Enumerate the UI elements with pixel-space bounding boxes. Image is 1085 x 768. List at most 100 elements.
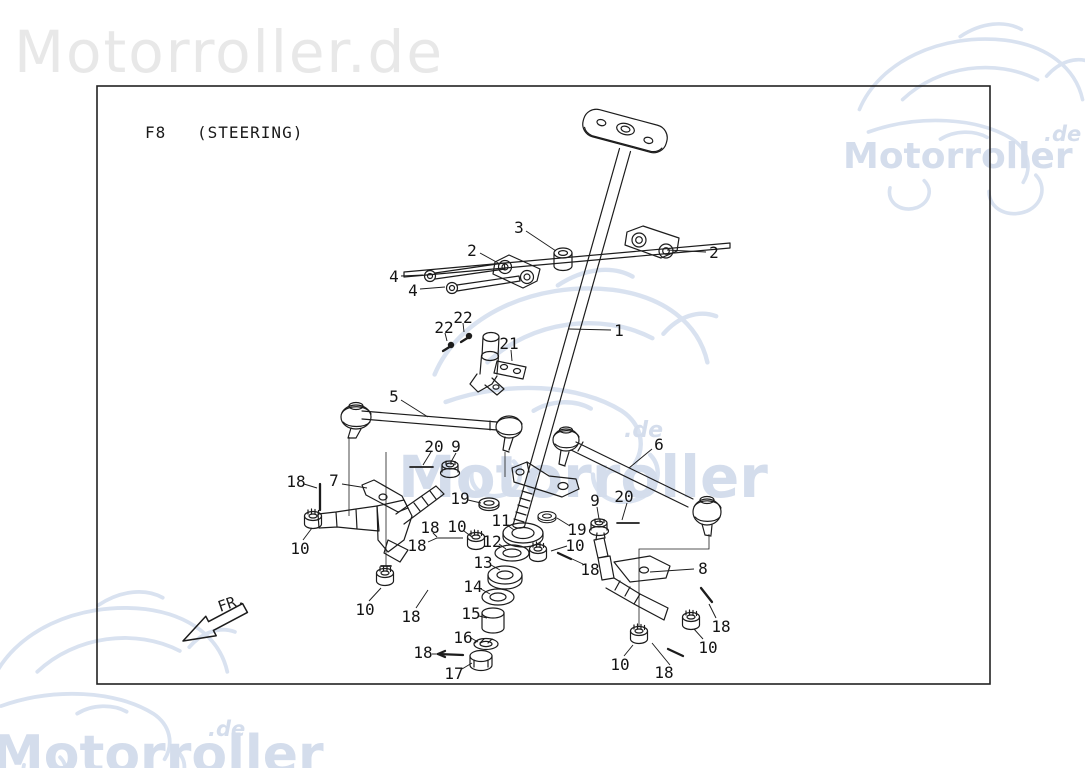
part-number-label: 18 (580, 560, 599, 579)
column-under-bracket (511, 461, 580, 498)
leader-line (666, 249, 707, 253)
leader-line (490, 564, 501, 571)
leader-line (525, 230, 557, 252)
leader-line (444, 332, 448, 342)
steering-stem-plate (582, 108, 668, 154)
leader-line (708, 603, 717, 619)
watermark-suffix-center: .de (624, 418, 663, 443)
part-number-label: 14 (463, 577, 482, 596)
part-number-label: 19 (450, 489, 469, 508)
bracket-screws (441, 332, 473, 353)
watermark-brand-bottom-left: Motorroller (0, 725, 324, 768)
tie-rod-left (340, 401, 523, 453)
leader-line (461, 662, 473, 670)
part-number-label: 18 (401, 607, 420, 626)
leader-line (623, 644, 634, 657)
leader-line (693, 628, 704, 640)
part-number-label: 10 (565, 536, 584, 555)
leader-line (478, 615, 488, 619)
part-number-label: 15 (461, 604, 480, 623)
watermark-suffix-bottom-left: .de (208, 717, 245, 741)
exploded-drawing (303, 108, 731, 672)
leader-line (651, 642, 671, 666)
part-number-label: 2 (709, 243, 719, 262)
leader-line (628, 448, 653, 469)
watermark-layer: Motorroller.de Motorroller .de Motorroll… (0, 18, 1085, 768)
clamp-bolt-lower (445, 275, 521, 295)
part-number-label: 17 (444, 664, 463, 683)
part-number-label: 10 (610, 655, 629, 674)
bearing-stack (469, 522, 544, 672)
leader-line (556, 517, 571, 527)
part-number-label: 20 (614, 487, 633, 506)
leader-line (467, 499, 482, 504)
leader-line (368, 587, 382, 602)
part-number-label: 16 (453, 628, 472, 647)
part-number-label: 10 (447, 517, 466, 536)
leader-line (422, 451, 432, 466)
tie-rod-right (552, 426, 722, 537)
part-number-label: 13 (473, 553, 492, 572)
leader-line (427, 537, 463, 543)
cotter-pin (666, 647, 685, 658)
part-number-label: 18 (711, 617, 730, 636)
leader-line (463, 530, 473, 538)
leader-line (649, 568, 695, 573)
part-number-label: 9 (451, 437, 461, 456)
leader-line (569, 557, 584, 565)
part-number-label: 3 (514, 218, 524, 237)
leader-line (419, 286, 446, 290)
cotter-pin (436, 652, 465, 657)
leader-line (303, 483, 318, 489)
part-number-label: 18 (286, 472, 305, 491)
part-number-label: 18 (654, 663, 673, 682)
cotter-pin (556, 551, 573, 561)
leader-line (510, 349, 513, 362)
watermark-brand-top-right: Motorroller (843, 136, 1073, 177)
part-number-label: 20 (424, 437, 443, 456)
leader-line (621, 502, 628, 521)
leader-line (400, 274, 424, 277)
part-number-label: 18 (413, 643, 432, 662)
leader-line (450, 452, 457, 463)
part-number-label: 11 (491, 511, 510, 530)
cotter-pin (699, 586, 714, 604)
watermark-brand-center: Motorroller (398, 443, 768, 511)
part-number-label: 6 (654, 435, 664, 454)
watermark-suffix-top-right: .de (1044, 122, 1081, 146)
part-number-label: 22 (453, 308, 472, 327)
part-number-label: 18 (407, 536, 426, 555)
part-number-label: 10 (290, 539, 309, 558)
handlebar-clamp-left (492, 254, 541, 289)
part-number-label: 4 (389, 267, 399, 286)
assembly-axis-lines (348, 437, 710, 627)
watermark-top-left-text: Motorroller.de (14, 18, 444, 86)
leader-line (415, 589, 429, 609)
leader-line (568, 328, 612, 331)
leader-line (470, 637, 479, 643)
part-number-label: 8 (698, 559, 708, 578)
leader-line (596, 506, 600, 520)
part-number-label: 2 (467, 241, 477, 260)
part-number-label: 19 (567, 520, 586, 539)
handlebar-bushing (553, 247, 573, 272)
part-number-label: 5 (389, 387, 399, 406)
direction-arrow: FR. (182, 590, 249, 642)
handlebar-clamp-right (624, 225, 680, 259)
leader-line (506, 524, 515, 531)
steering-knuckle-left (317, 479, 445, 563)
leader-line (462, 322, 465, 333)
leader-line (400, 399, 429, 418)
part-number-label: 1 (614, 321, 624, 340)
part-number-label: 21 (499, 334, 518, 353)
part-number-label: 12 (482, 532, 501, 551)
steering-knuckle-right (593, 532, 671, 621)
part-number-label: 7 (329, 471, 339, 490)
leader-line (341, 483, 368, 489)
part-number-label: 22 (434, 318, 453, 337)
steering-lock-bracket (469, 331, 527, 396)
part-number-label: 18 (420, 518, 439, 537)
part-number-label: 10 (355, 600, 374, 619)
